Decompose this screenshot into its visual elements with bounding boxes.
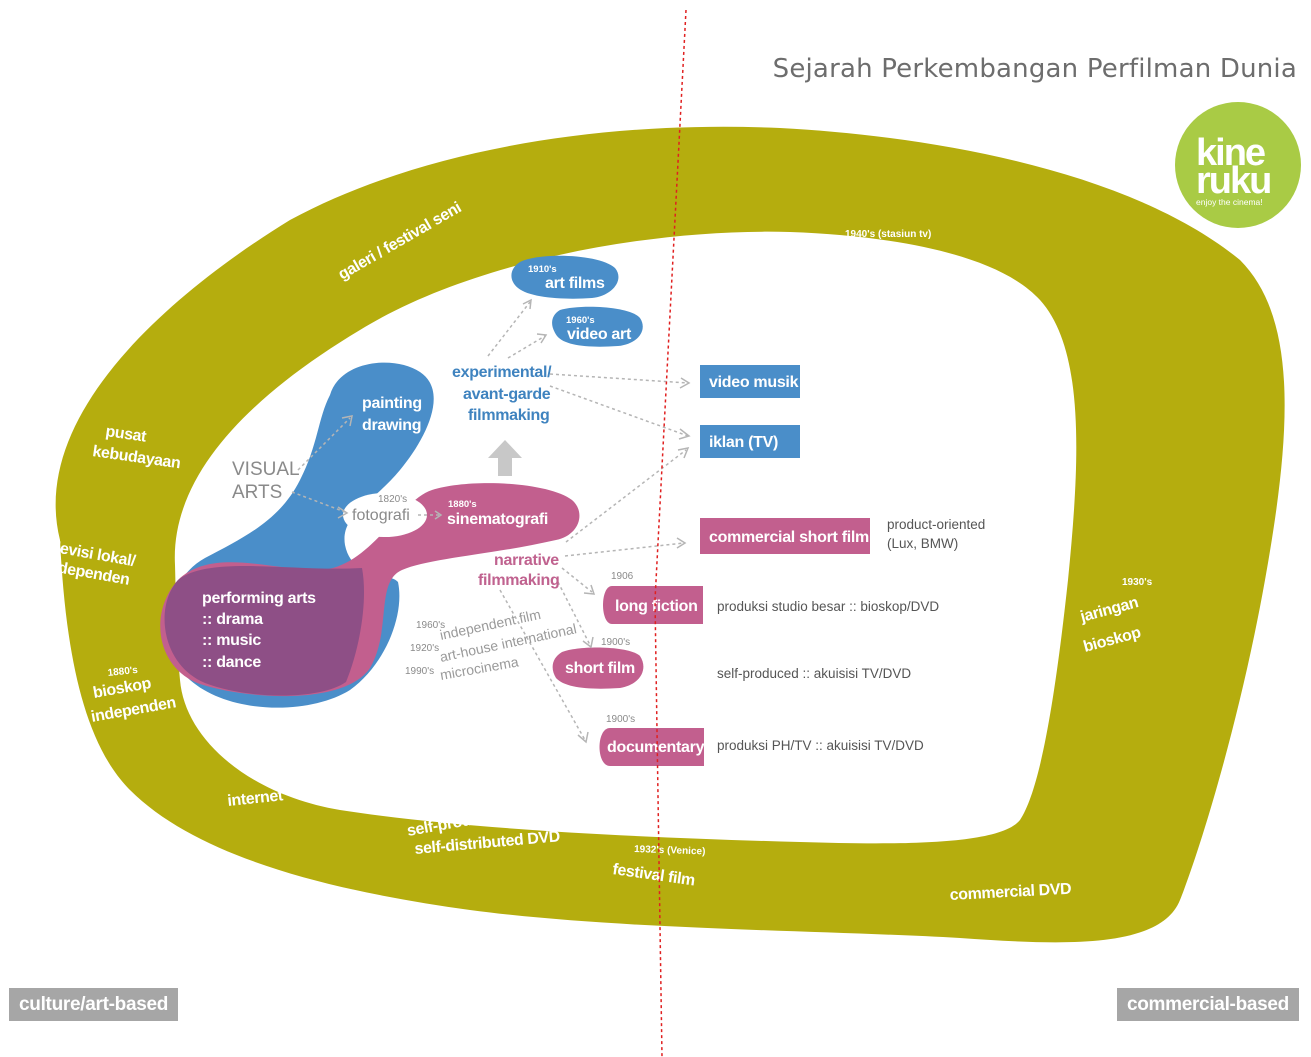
relation-arrows [291,298,691,744]
short-film-node[interactable] [552,647,644,689]
culture-art-based-label: culture/art-based [9,988,179,1021]
visual-arts-line2: ARTS [232,482,282,503]
arrow-narr-longfiction [561,567,593,593]
arrowhead [677,446,690,459]
documentary-year: 1900's [606,714,635,725]
arrowhead [582,636,594,649]
arrowhead [341,415,353,427]
indie-year-1: 1960's [416,620,445,631]
short-film-year: 1900's [601,637,630,648]
long-fiction-label: long fiction [615,598,698,615]
logo-circle [1175,102,1301,228]
documentary-desc: produksi PH/TV :: akuisisi TV/DVD [717,738,924,753]
performing-arts-line1: performing arts [202,590,316,607]
experimental-line1: experimental/ [452,364,552,381]
visual-arts-line1: VISUAL [232,459,300,480]
arrowhead [679,377,691,389]
long-fiction-desc: produksi studio besar :: bioskop/DVD [717,599,939,614]
arrow-exp-videomusik [549,373,689,384]
short-film-label: short film [565,660,635,677]
arrowhead [522,298,532,310]
video-art-label: video art [567,326,632,343]
label-bioskop-year: 1880's [107,665,139,679]
commercial-short-desc2: (Lux, BMW) [887,536,958,551]
kineruku-logo: kine ruku enjoy the cinema! [1175,102,1301,228]
documentary-node[interactable] [599,728,705,766]
up-arrow-icon [488,440,522,476]
commercial-based-label: commercial-based [1116,988,1299,1021]
documentary-label: documentary [607,739,705,756]
performing-arts-line3: :: music [202,632,261,649]
commercial-short-label: commercial short film [709,529,869,546]
fotografi-bubble [343,493,427,537]
culture-commercial-divider [654,9,687,1057]
label-internet: internet [227,787,285,810]
iklan-tv-label: iklan (TV) [709,434,778,451]
short-film-desc: self-produced :: akuisisi TV/DVD [717,666,911,681]
arrow-narr-documentary [499,589,586,741]
logo-tagline: enjoy the cinema! [1196,197,1263,207]
art-films-label: art films [545,275,605,292]
arrowhead [536,333,548,344]
label-jaringan-year: 1930's [1122,577,1153,588]
art-films-node[interactable] [511,255,619,299]
label-festival-year: 1932's (Venice) [634,844,706,857]
narrative-line2: filmmaking [478,572,559,589]
experimental-line2: avant-garde [463,386,551,403]
arrowhead [583,584,596,595]
arrow-narr-iklan [565,449,687,543]
video-musik-label: video musik [709,374,799,391]
video-art-year: 1960's [566,315,595,326]
indie-year-2: 1920's [410,643,439,654]
arrowhead [678,428,691,440]
performing-arts-overlap [164,566,365,696]
arrow-visual-painting [297,417,351,471]
experimental-line3: filmmaking [468,407,549,424]
arrowhead [577,731,589,744]
arrow-narr-commercial [564,542,685,557]
drawing-label: drawing [362,417,421,434]
iklan-tv-box[interactable] [700,425,800,458]
arrowhead [337,506,349,519]
narrative-line1: narrative [494,552,559,569]
video-musik-box[interactable] [700,365,800,398]
commercial-short-desc1: product-oriented [887,517,985,532]
logo-line2: ruku [1196,160,1270,202]
performing-arts-line2: :: drama [202,611,263,628]
page-title: Sejarah Perkembangan Perfilman Dunia [772,54,1297,84]
commercial-short-box[interactable] [700,518,870,554]
label-commercial-dvd: commercial DVD [949,881,1071,904]
arrow-exp-iklan [549,385,689,437]
fotografi-year: 1820's [378,494,407,505]
arrowhead [676,537,687,549]
label-televisi-year: 1940's (stasiun tv) [845,229,931,240]
video-art-node[interactable] [552,306,643,347]
arrowhead [434,510,443,520]
indie-year-3: 1990's [405,666,434,677]
sinematografi-label: sinematografi [447,511,548,528]
performing-arts-line4: :: dance [202,654,261,671]
art-films-year: 1910's [528,264,557,275]
painting-label: painting [362,395,422,412]
arrow-exp-videoart [507,335,546,359]
distribution-ring [55,126,1285,943]
sinematografi-year: 1880's [448,499,477,510]
logo-line1: kine [1196,132,1265,174]
fotografi-label: fotografi [352,507,410,524]
long-fiction-year: 1906 [611,571,634,582]
label-pusat-1: pusat [104,423,148,446]
long-fiction-node[interactable] [603,586,703,624]
